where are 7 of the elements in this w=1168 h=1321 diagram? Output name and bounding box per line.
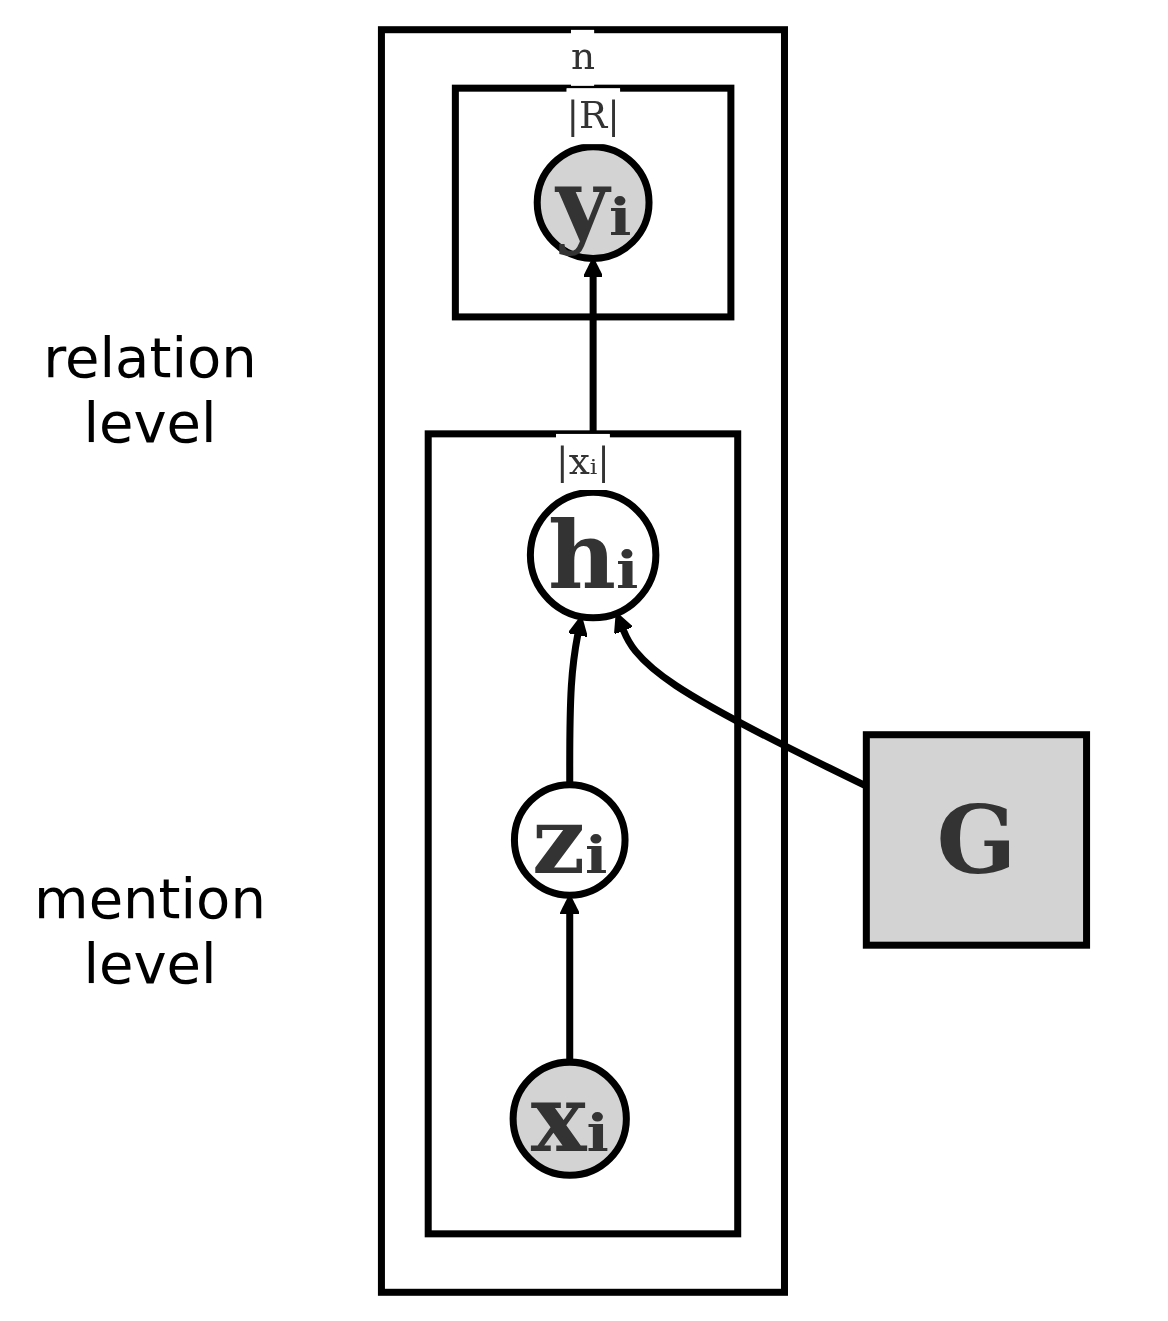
- level-label: relation level: [42, 325, 258, 456]
- node-box: G: [862, 730, 1091, 949]
- node-circle: xᵢ: [509, 1058, 630, 1179]
- node-circle: hᵢ: [526, 488, 660, 621]
- node-circle: zᵢ: [510, 780, 629, 899]
- node-circle: yᵢ: [533, 142, 653, 262]
- level-label: mention level: [33, 865, 267, 996]
